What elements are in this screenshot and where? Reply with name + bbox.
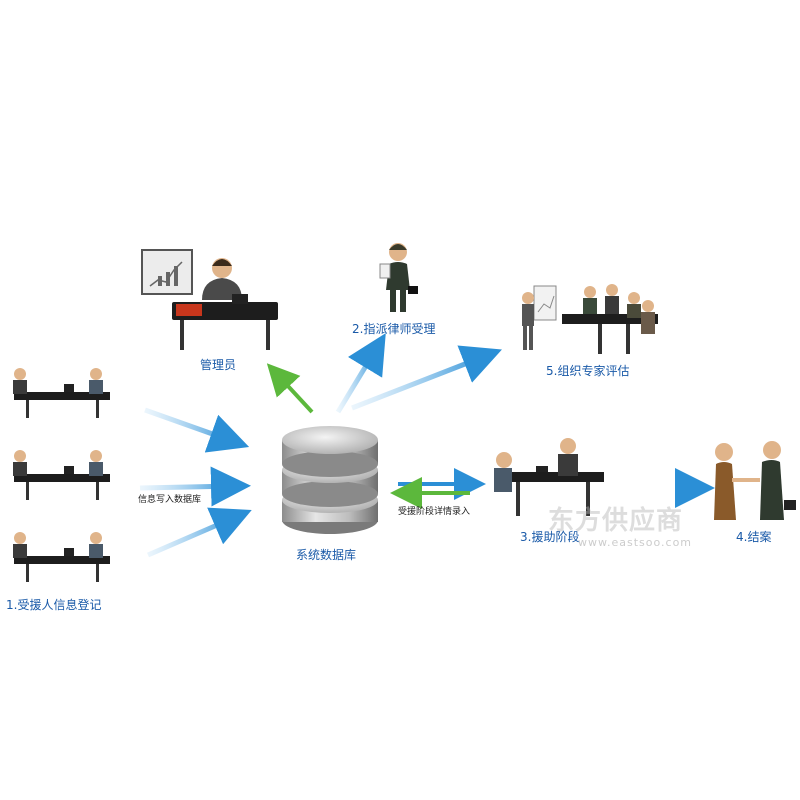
arrow-register-to-db-2 [139,466,251,507]
watermark-url: www.eastsoo.com [578,536,693,549]
register-desk-1 [13,368,110,418]
expert-eval-label: 5.组织专家评估 [546,364,630,378]
arrow-register-to-db-3 [147,507,252,558]
write-db-label: 信息写入数据库 [138,495,202,505]
assign-lawyer-label: 2.指派律师受理 [352,322,436,336]
database-icon [282,426,378,534]
register-desk-3 [13,532,110,582]
register-desk-2 [13,450,110,500]
aid-stage-scene [494,438,604,516]
close-case-label: 4.结案 [736,530,772,544]
arrow-db-to-lawyer [335,333,386,414]
lawyer-scene [379,243,418,312]
register-label: 1.受援人信息登记 [6,598,102,612]
aid-detail-label: 受援阶段详情录入 [398,507,471,517]
watermark-text: 东方供应商 [548,506,684,536]
admin-label: 管理员 [200,358,237,372]
close-case-scene [714,441,796,520]
database-label: 系统数据库 [296,548,357,562]
aid-stage-label: 3.援助阶段 [520,530,580,544]
expert-scene [522,284,658,354]
arrow-register-to-db-1 [144,407,250,453]
admin-scene [141,249,278,350]
arrow-db-to-admin [266,363,314,414]
arrow-db-to-expert [351,345,502,411]
